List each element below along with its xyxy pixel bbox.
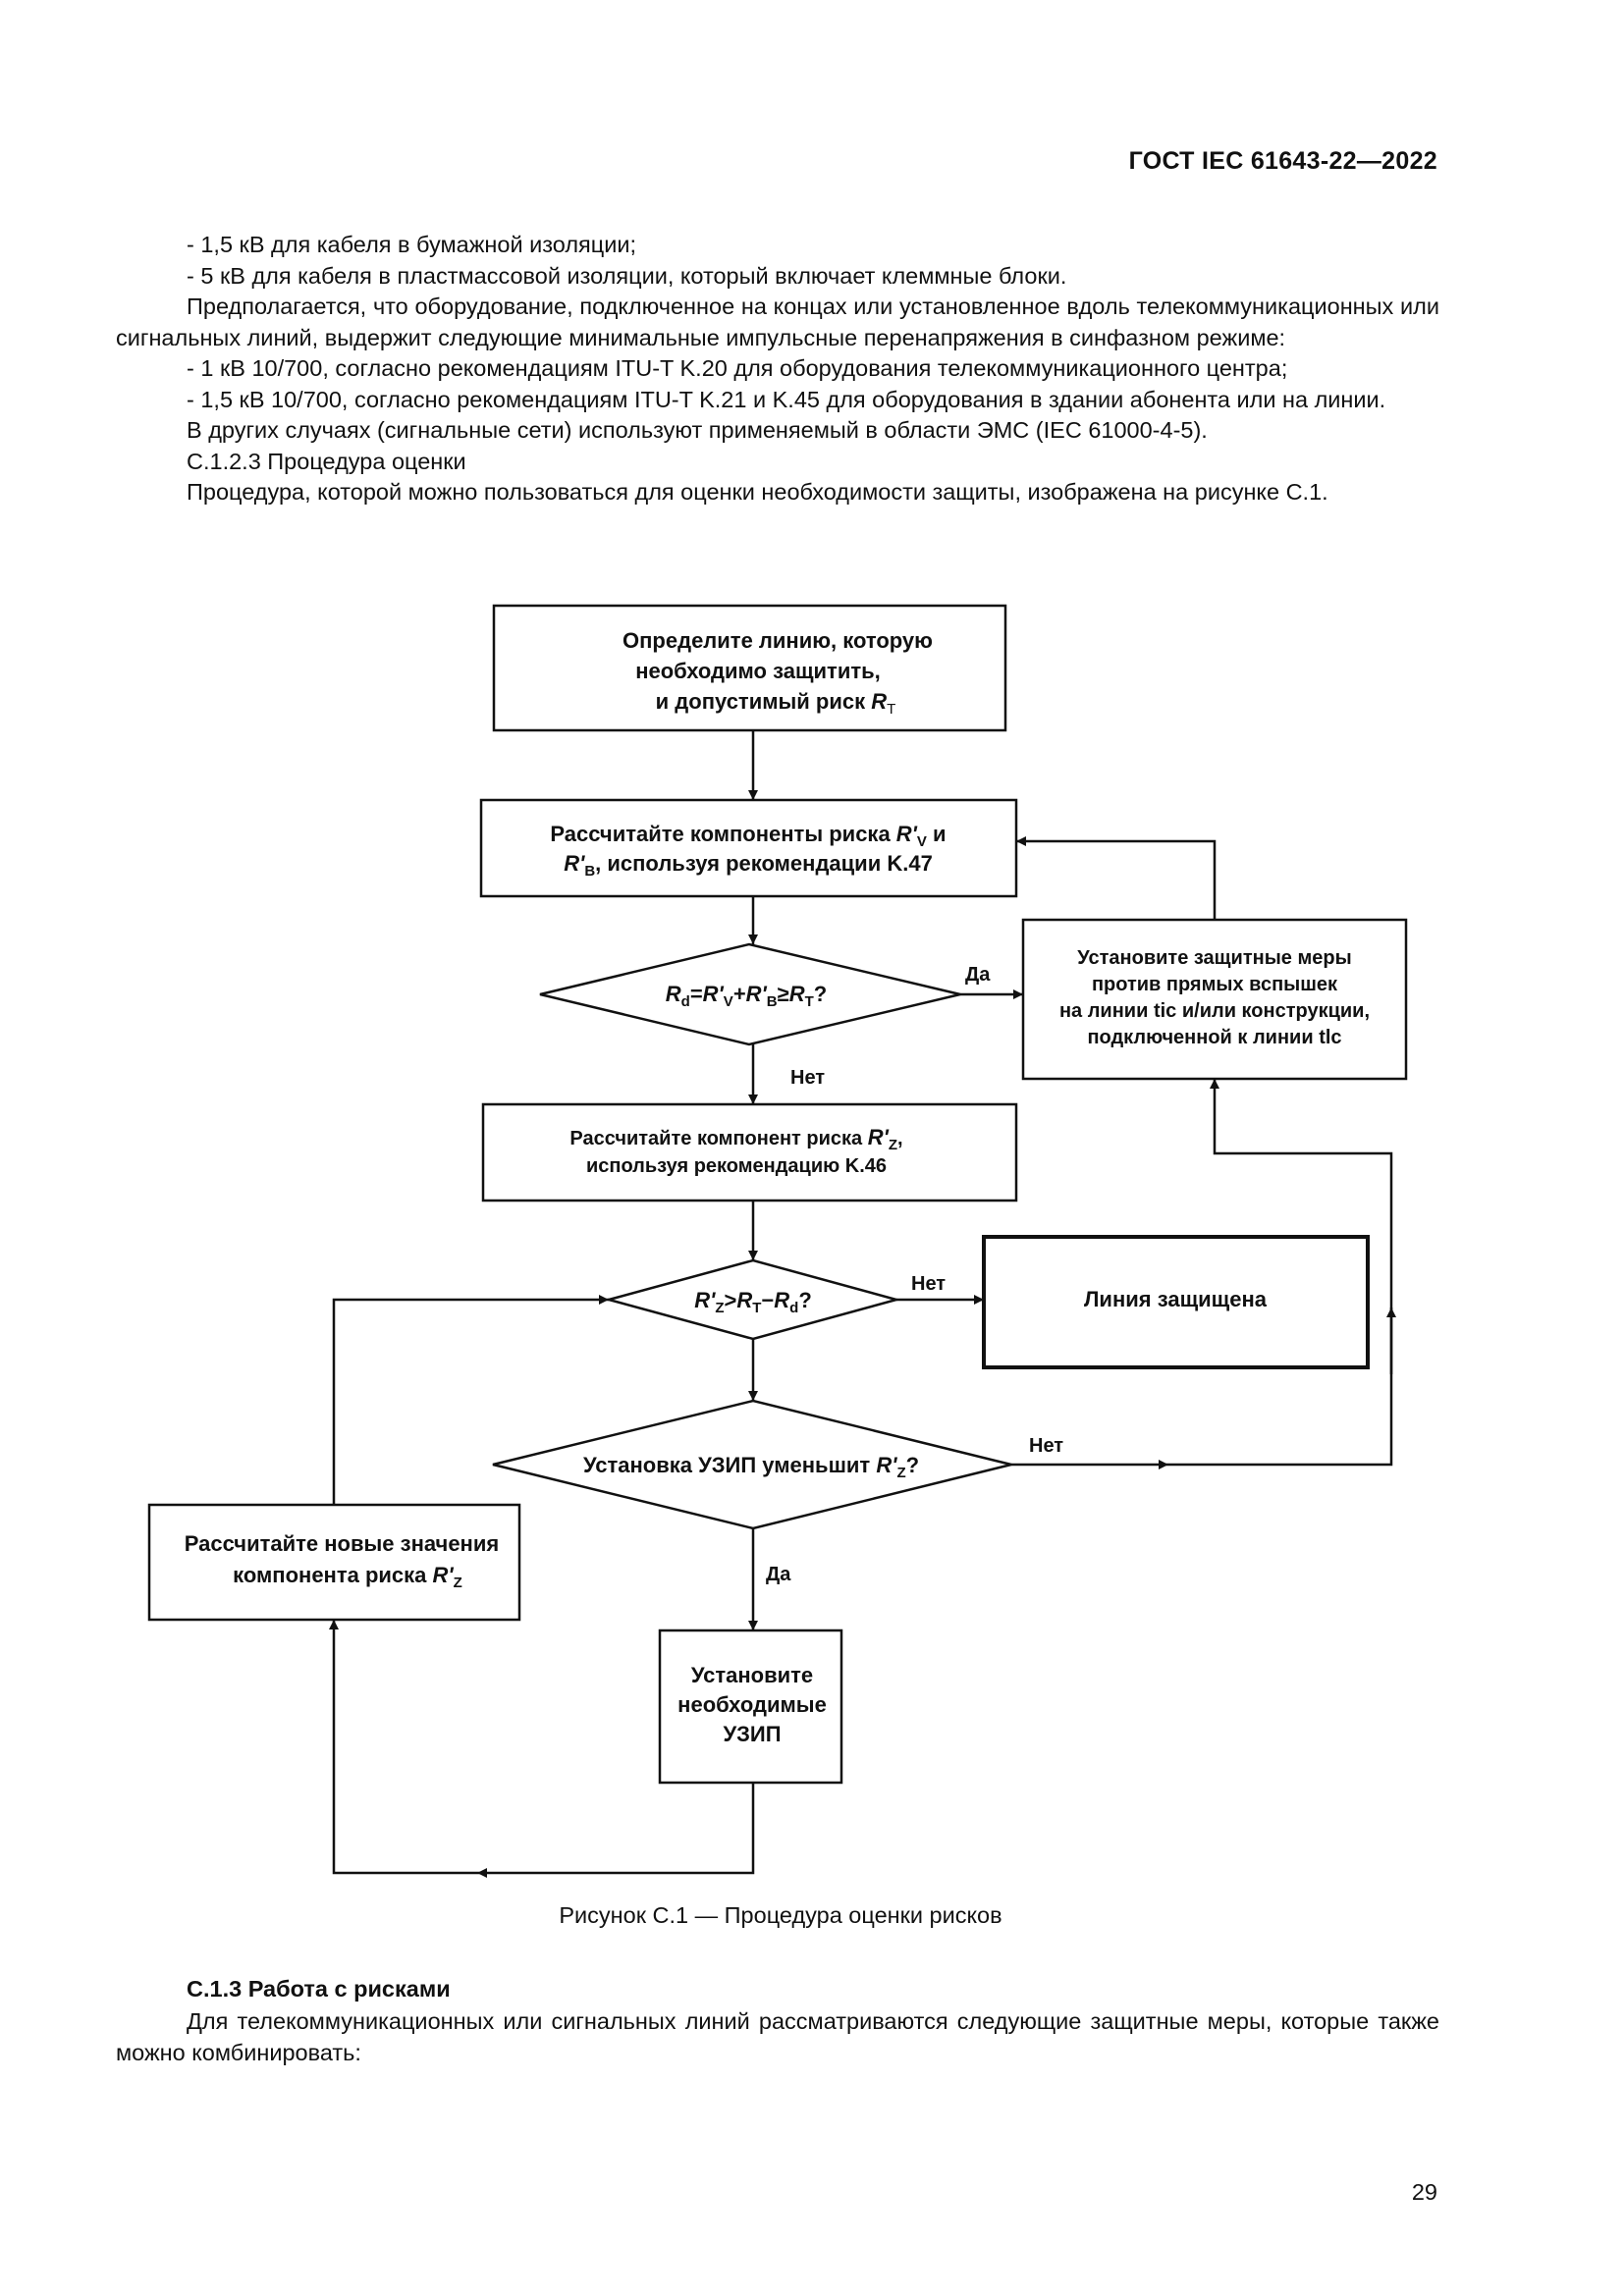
dec1-no-label: Нет: [790, 1067, 825, 1089]
protect-line-4: подключенной к линии tlc: [1087, 1027, 1341, 1048]
recalc-line-1: Рассчитайте новые значения: [185, 1531, 499, 1556]
install-line-2: необходимые: [677, 1692, 827, 1717]
install-line-3: УЗИП: [723, 1722, 781, 1746]
box-define-line: [492, 604, 1007, 732]
calc2-line-2: используя рекомендацию K.46: [586, 1155, 887, 1177]
paragraph-other-cases: В других случаях (сигнальные сети) испол…: [187, 417, 1208, 443]
dec3-yes-label: Да: [766, 1564, 791, 1585]
box-install-spd: [658, 1629, 843, 1785]
install-line-1: Установите: [691, 1663, 813, 1687]
path-dec3-to-protect: [1168, 1079, 1393, 1467]
calc2-line-1: Рассчитайте компонент риска R'Z,: [569, 1125, 902, 1153]
paragraph-assumption: Предполагается, что оборудование, подклю…: [116, 294, 1439, 350]
box-line-protected: [982, 1235, 1370, 1369]
paragraph-dash-plastic: - 5 кВ для кабеля в пластмассовой изоляц…: [187, 262, 1067, 289]
protect-line-3: на линии tic и/или конструкции,: [1059, 1000, 1370, 1022]
document-code-header: ГОСТ IEC 61643-22—2022: [1128, 147, 1437, 175]
risk-assessment-flowchart: Определите линию, которую необходимо защ…: [147, 604, 1408, 1878]
protect-line-1: Установите защитные меры: [1077, 947, 1351, 969]
arrow-protect-to-calc1: [1016, 836, 1217, 920]
dec1-yes-label: Да: [965, 964, 991, 986]
arrow-loop-to-recalc: [329, 1620, 477, 1875]
dec2-no-label: Нет: [911, 1273, 946, 1295]
decision-rd-label: Rd=R'V+R'B≥RT?: [666, 982, 827, 1010]
recalc-line-2: компонента риска R'Z: [233, 1563, 462, 1591]
define-line-3: и допустимый риск RT: [656, 689, 896, 718]
body-text-top: - 1,5 кВ для кабеля в бумажной изоляции;…: [116, 230, 1439, 508]
define-line-2: необходимо защитить,: [635, 659, 881, 683]
paragraph-dash-k21: - 1,5 кВ 10/700, согласно рекомендациям …: [187, 386, 1386, 412]
calc1-line-2: R'B, используя рекомендации K.47: [564, 851, 933, 880]
section-heading: С.1.3 Работа с рисками: [187, 1976, 451, 2002]
decision-spd-label: Установка УЗИП уменьшит R'Z?: [583, 1453, 919, 1481]
figure-caption: Рисунок С.1 — Процедура оценки рисков: [559, 1902, 1002, 1928]
box-calc-rv-rb: [479, 798, 1018, 898]
protect-line-2: против прямых вспышек: [1092, 974, 1338, 995]
dec3-no-label: Нет: [1029, 1435, 1063, 1457]
paragraph-dash-k20: - 1 кВ 10/700, согласно рекомендациям IT…: [187, 355, 1288, 381]
section-paragraph: Для телекоммуникационных или сигнальных …: [116, 2008, 1439, 2065]
decision-rz-label: R'Z>RT−Rd?: [694, 1288, 812, 1316]
line-protected-label: Линия защищена: [1084, 1287, 1268, 1311]
box-calc-rz: [481, 1102, 1018, 1202]
subsection-heading: С.1.2.3 Процедура оценки: [187, 448, 466, 474]
paragraph-dash-paper: - 1,5 кВ для кабеля в бумажной изоляции;: [187, 232, 636, 257]
box-protective-measures: [1021, 918, 1408, 1081]
arrow-install-to-loop: [477, 1783, 755, 1878]
page-number: 29: [1411, 2179, 1437, 2205]
calc1-line-1: Рассчитайте компоненты риска R'V и: [550, 822, 946, 850]
define-line-1: Определите линию, которую: [623, 628, 933, 653]
arrow-recalc-to-dec2: [332, 1295, 609, 1505]
paragraph-procedure: Процедура, которой можно пользоваться дл…: [187, 479, 1328, 505]
